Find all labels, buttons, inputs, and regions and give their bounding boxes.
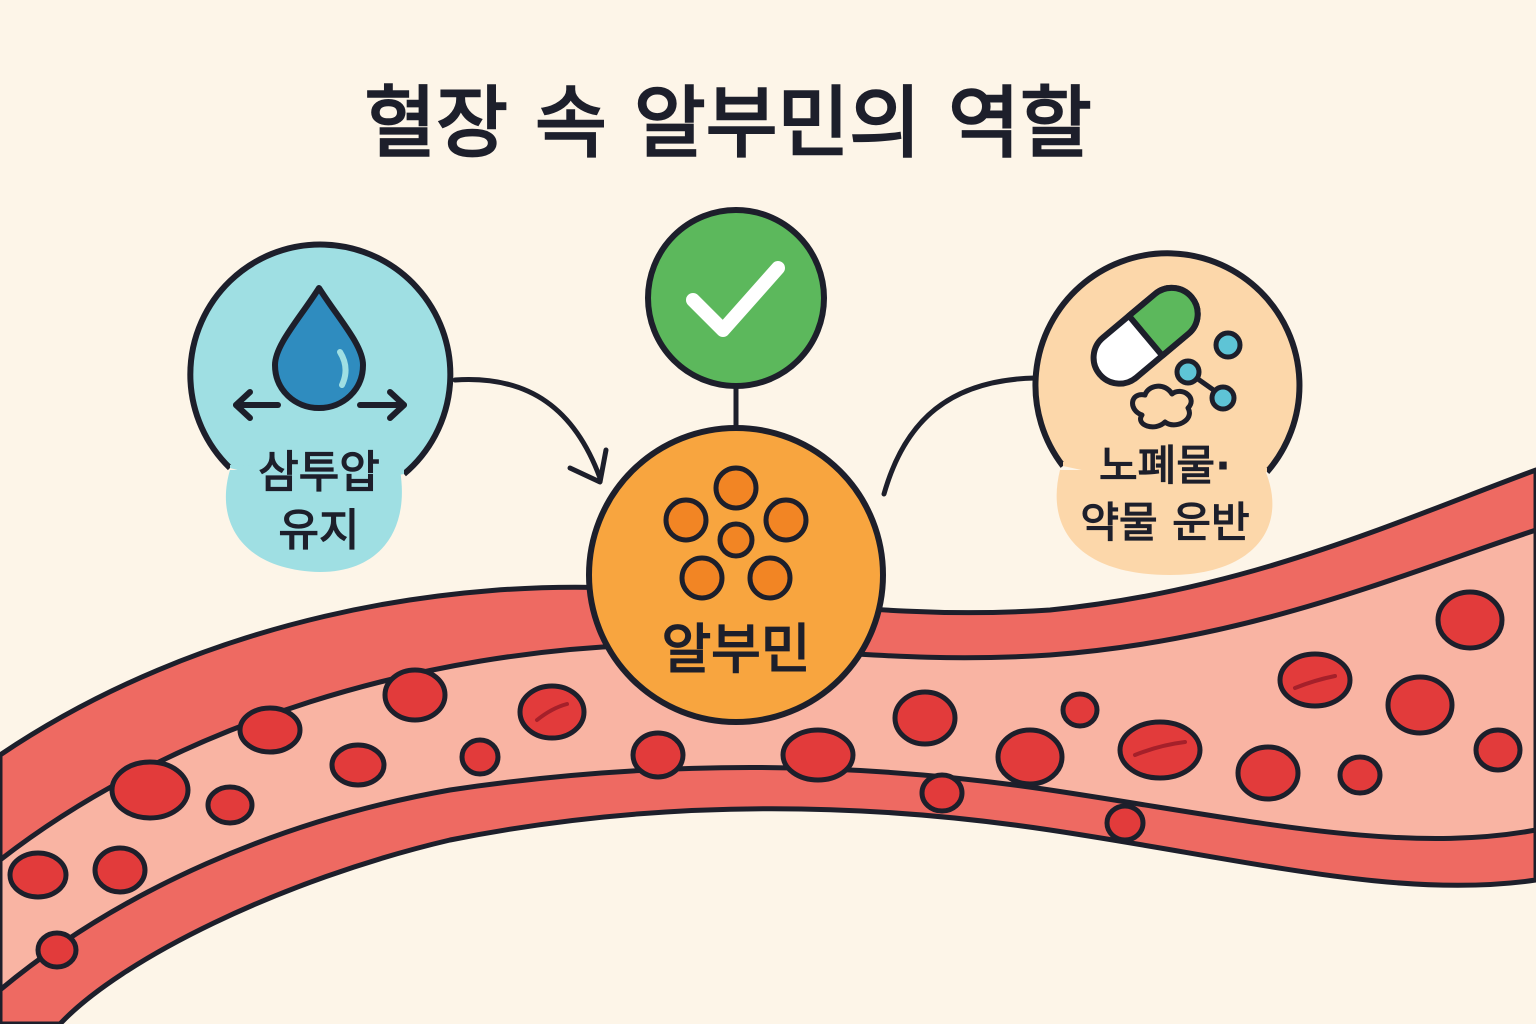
right-label-line1: 노폐물·	[1099, 441, 1231, 490]
albumin-node: 알부민	[586, 425, 886, 725]
left-label-line2: 유지	[279, 505, 360, 556]
left-circle-fill	[230, 465, 404, 482]
red-blood-cell	[892, 689, 958, 747]
red-blood-cell	[35, 930, 79, 970]
red-blood-cell	[329, 742, 387, 788]
transport-node: 노폐물· 약물 운반	[1032, 250, 1303, 575]
osmotic-pressure-node: 삼투압 유지	[187, 241, 454, 572]
arrow-head-icon	[567, 447, 609, 485]
red-blood-cell	[1104, 803, 1146, 843]
arrow-left-to-albumin	[452, 377, 603, 481]
molecule-icon	[1130, 330, 1243, 430]
red-blood-cell	[382, 667, 448, 723]
red-blood-cell	[205, 784, 255, 826]
red-blood-cell	[919, 772, 965, 814]
check-badge	[645, 207, 827, 389]
connectors	[452, 375, 1038, 497]
left-label-line1: 삼투압	[258, 447, 379, 498]
left-label-bubble	[225, 470, 402, 572]
red-blood-cell	[109, 759, 191, 821]
right-label-bubble	[1056, 470, 1273, 575]
red-blood-cell	[1117, 719, 1203, 781]
drop-highlight	[337, 349, 349, 388]
red-blood-cell	[459, 737, 501, 777]
right-circle	[1032, 250, 1303, 474]
albumin-label: 알부민	[661, 618, 810, 681]
red-blood-cell	[995, 727, 1065, 787]
connector-albumin-to-right	[881, 375, 1038, 497]
water-drop-icon	[272, 285, 366, 411]
red-blood-cell	[7, 850, 69, 900]
cell-highlight	[1293, 674, 1337, 690]
red-blood-cell	[1337, 754, 1383, 796]
capsule-icon	[1090, 284, 1201, 387]
right-label-line2: 약물 운반	[1080, 498, 1249, 547]
cell-highlight	[535, 702, 569, 722]
red-blood-cells	[7, 589, 1523, 970]
right-circle-fill	[1063, 462, 1267, 480]
red-blood-cell	[1235, 744, 1301, 802]
check-icon	[686, 261, 785, 337]
blob-icon	[1130, 383, 1194, 430]
red-blood-cell	[630, 730, 686, 780]
cell-highlight	[1133, 740, 1187, 757]
red-blood-cell	[92, 845, 148, 895]
red-blood-cell	[780, 727, 856, 783]
red-blood-cell	[1435, 589, 1505, 651]
red-blood-cell	[1385, 674, 1455, 736]
vessel-lumen	[0, 527, 1536, 993]
red-blood-cell	[1473, 727, 1523, 773]
page-title: 혈장 속 알부민의 역할	[364, 79, 1091, 169]
double-arrow-icon	[233, 389, 407, 421]
albumin-molecule-icon	[663, 465, 809, 601]
red-blood-cell	[1060, 691, 1100, 729]
red-blood-cell	[237, 705, 303, 755]
